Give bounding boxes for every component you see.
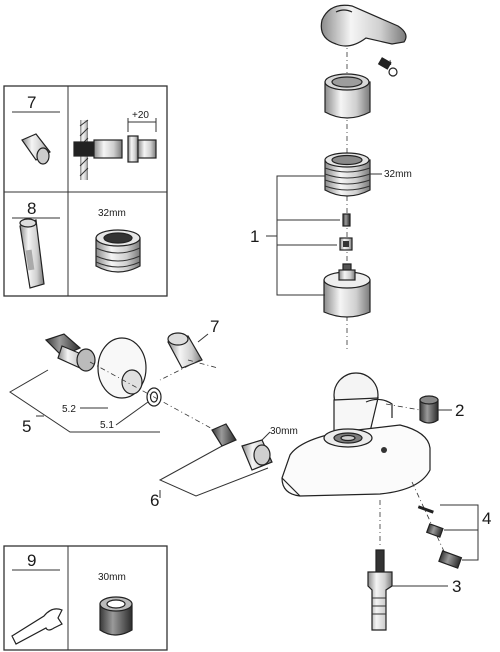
callout-7: 7 xyxy=(210,317,219,336)
stop-pin xyxy=(342,213,351,227)
escutcheon xyxy=(97,337,147,399)
cartridge xyxy=(323,263,371,318)
threaded-ring-32mm xyxy=(324,152,371,197)
callout-5-1: 5.1 xyxy=(100,420,114,431)
dim-30mm: 30mm xyxy=(270,426,298,437)
inset-7-number: 7 xyxy=(27,93,36,112)
aerator-parts xyxy=(411,481,463,569)
union-nut-set xyxy=(211,423,273,471)
inset-7-wall-detail xyxy=(73,118,157,180)
diverter xyxy=(367,549,393,631)
inset-8-socket-tool xyxy=(19,218,45,289)
callout-6: 6 xyxy=(150,491,159,510)
temperature-limiter xyxy=(339,237,353,251)
end-cap xyxy=(419,395,439,424)
inset-9-number: 9 xyxy=(27,551,36,570)
inset-7-plus20: +20 xyxy=(132,110,149,121)
inset-8-size: 32mm xyxy=(98,208,126,219)
handle-screw xyxy=(377,57,398,77)
inset-box-9: 9 30mm xyxy=(3,545,168,651)
callout-1-bracket xyxy=(266,175,340,296)
callout-5: 5 xyxy=(22,417,31,436)
lever-handle xyxy=(320,4,407,77)
callout-4: 4 xyxy=(482,509,491,528)
callout-1: 1 xyxy=(250,227,259,246)
inset-9-size: 30mm xyxy=(98,572,126,583)
inset-7-extension xyxy=(21,133,51,165)
extension-piece xyxy=(167,332,203,369)
inset-9-nut xyxy=(99,596,133,636)
inset-9-wrench xyxy=(11,608,63,645)
callout-2: 2 xyxy=(455,401,464,420)
inset-8-threaded-ring xyxy=(95,229,141,273)
mixer-body xyxy=(281,372,431,497)
inset-box-7-8: 7 8 +20 xyxy=(3,85,168,297)
dim-32mm: 32mm xyxy=(384,169,412,180)
inset-8-number: 8 xyxy=(27,199,36,218)
cover-sleeve xyxy=(324,73,371,119)
callout-3: 3 xyxy=(452,577,461,596)
s-union xyxy=(44,333,96,372)
callout-5-2: 5.2 xyxy=(62,404,76,415)
